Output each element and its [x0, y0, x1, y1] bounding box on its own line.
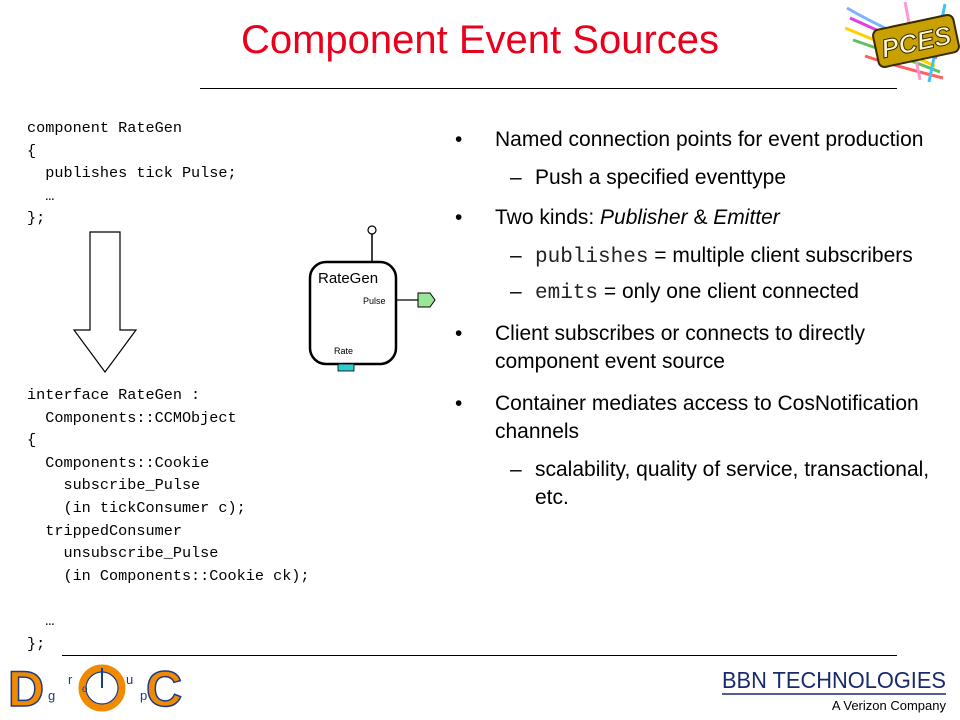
code-block-component: component RateGen { publishes tick Pulse;… [27, 117, 237, 230]
code-top-line: component RateGen [27, 119, 182, 137]
code-bottom-line: unsubscribe_Pulse [27, 544, 219, 563]
bullet-1-text: Named connection points for event produc… [495, 128, 924, 151]
bullet-4: •Container mediates access to CosNotific… [455, 392, 919, 443]
doc-letter-d: D [8, 661, 44, 716]
event-outport [417, 292, 436, 308]
emits-keyword: emits [535, 282, 599, 305]
top-divider [200, 88, 897, 89]
code-bottom-line: (in Components::Cookie ck); [27, 566, 310, 585]
sub-bullet-text: = multiple client subscribers [648, 244, 913, 267]
component-diagram: RateGen Pulse Rate [308, 225, 436, 372]
code-bottom-line: interface RateGen : [27, 386, 201, 404]
code-bottom-line: … [27, 611, 55, 630]
event-inport [337, 363, 355, 372]
code-top-line: publishes tick Pulse; [27, 164, 237, 183]
bullet-1: •Named connection points for event produ… [455, 128, 924, 151]
doc-small-g: g [48, 688, 55, 703]
bullet-2: •Two kinds: Publisher & Emitter [455, 206, 780, 229]
sub-bullet-text: Push a specified eventtype [535, 166, 786, 189]
component-name: RateGen [318, 270, 378, 287]
code-bottom-line: Components::CCMObject [27, 408, 237, 427]
sub-bullet-1-1: –Push a specified eventtype [510, 166, 786, 189]
bullet-2-amp: & [687, 206, 714, 229]
emitter-italic: Emitter [713, 206, 780, 229]
code-bottom-line: }; [27, 634, 46, 653]
doc-small-p: p [140, 688, 147, 703]
sub-bullet-2-1: –publishes = multiple client subscribers [510, 244, 913, 269]
bullet-3-text: Client subscribes or connects to directl… [495, 322, 865, 373]
code-top-line: … [27, 186, 55, 205]
bbn-technologies-logo: BBN TECHNOLOGIES A Verizon Company [722, 667, 947, 713]
sub-bullet-4-1: –scalability, quality of service, transa… [510, 458, 930, 509]
code-bottom-line: Components::Cookie [27, 453, 210, 472]
bottom-divider [62, 655, 897, 656]
publishes-keyword: publishes [535, 246, 649, 269]
bbn-tagline: A Verizon Company [832, 698, 947, 713]
code-bottom-line: { [27, 431, 37, 450]
code-bottom-line: trippedConsumer [27, 521, 182, 540]
doc-small-u: u [126, 672, 133, 687]
publisher-italic: Publisher [600, 206, 688, 229]
doc-letter-o: O [102, 692, 103, 694]
code-top-line: }; [27, 209, 46, 228]
code-block-interface: interface RateGen : Components::CCMObjec… [27, 384, 310, 655]
code-bottom-line: subscribe_Pulse [27, 476, 201, 495]
bullet-list: •Named connection points for event produ… [455, 126, 935, 520]
bullet-3: •Client subscribes or connects to direct… [455, 322, 865, 373]
outport-label: Pulse [363, 296, 386, 306]
bbn-name: BBN TECHNOLOGIES [722, 667, 946, 693]
component-top-port [367, 225, 377, 235]
doc-small-r: r [68, 672, 73, 687]
down-arrow-shape [72, 231, 138, 374]
slide-title: Component Event Sources [240, 18, 720, 62]
pces-logo: PCES [845, 1, 960, 83]
bullet-2-text: Two kinds: [495, 206, 601, 229]
sub-bullet-text: = only one client connected [598, 280, 859, 303]
code-bottom-line [27, 587, 310, 610]
code-bottom-line: (in tickConsumer c); [27, 498, 246, 517]
inport-label: Rate [334, 346, 353, 356]
bullet-4-text: Container mediates access to CosNotifica… [495, 392, 919, 443]
sub-bullet-2-2: –emits = only one client connected [510, 280, 859, 305]
doc-letter-c: C [146, 661, 182, 716]
doc-small-o: o [82, 684, 88, 695]
code-top-line: { [27, 141, 37, 160]
doc-group-logo: D g r O o u p C [7, 660, 183, 716]
sub-bullet-text: scalability, quality of service, transac… [535, 458, 930, 509]
